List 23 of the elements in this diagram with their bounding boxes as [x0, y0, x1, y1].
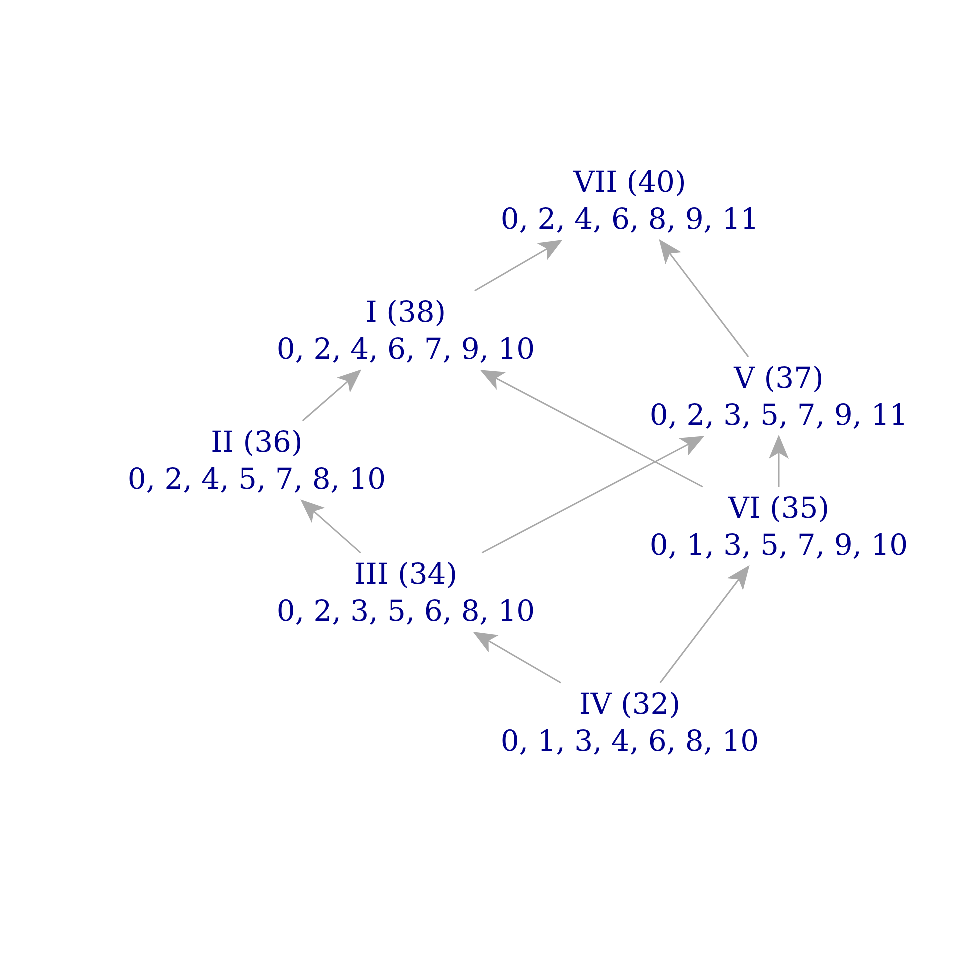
- node-values: 0, 1, 3, 5, 7, 9, 10: [650, 527, 908, 564]
- node-label: I (38): [366, 294, 446, 331]
- node-label: VII (40): [574, 164, 686, 201]
- arrow: [300, 500, 362, 554]
- arrow: [473, 632, 562, 684]
- arrow: [474, 240, 563, 292]
- node-values: 0, 2, 4, 6, 8, 9, 11: [500, 201, 760, 238]
- arrow: [769, 435, 789, 487]
- node-values: 0, 2, 3, 5, 6, 8, 10: [276, 593, 536, 630]
- node-values: 0, 2, 4, 6, 7, 9, 10: [276, 331, 536, 368]
- node-label: V (37): [734, 360, 824, 397]
- arrow: [660, 565, 750, 684]
- arrow: [302, 370, 362, 422]
- node-values: 0, 2, 3, 5, 7, 9, 11: [650, 397, 908, 434]
- arrow: [659, 239, 750, 358]
- node-label: VI (35): [728, 490, 830, 527]
- arrow: [480, 370, 704, 488]
- arrow: [482, 436, 705, 554]
- node-label: II (36): [211, 424, 303, 461]
- node-label: III (34): [354, 556, 458, 593]
- node-values: 0, 1, 3, 4, 6, 8, 10: [500, 723, 760, 760]
- node-values: 0, 2, 4, 5, 7, 8, 10: [128, 461, 386, 498]
- node-label: IV (32): [579, 686, 681, 723]
